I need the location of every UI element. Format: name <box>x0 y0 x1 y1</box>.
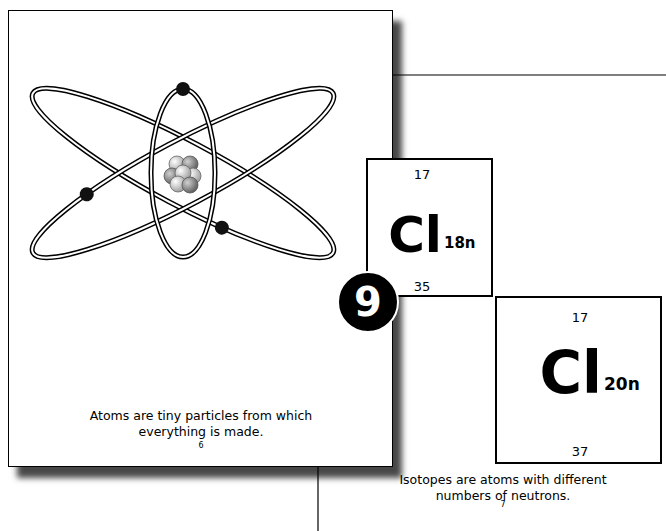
orbit <box>18 65 348 281</box>
atomic-number: 17 <box>572 311 589 324</box>
orbit <box>18 65 348 281</box>
page-number: 6 <box>198 442 203 450</box>
neutron-count: 18n <box>444 236 476 251</box>
callout-number: 9 <box>354 282 382 322</box>
element-box: 17Cl20n 37 <box>495 296 662 464</box>
mass-number: 35 <box>414 280 431 293</box>
mass-number: 37 <box>572 445 589 458</box>
orbit-inner <box>151 89 215 257</box>
page-sentence: Isotopes are atoms with different number… <box>373 472 633 504</box>
element-symbol: Cl <box>388 210 442 260</box>
atomic-number: 17 <box>414 168 431 181</box>
orbit-inner <box>18 65 348 281</box>
callout-badge: 9 <box>337 271 399 333</box>
page-sentence: Atoms are tiny particles from which ever… <box>76 408 326 440</box>
page-edge <box>317 467 318 531</box>
neutron-count: 20n <box>604 376 640 393</box>
atom-illustration <box>9 11 391 391</box>
atom-group <box>18 65 348 281</box>
electron <box>176 82 190 96</box>
electron <box>77 185 96 204</box>
electron <box>212 218 231 237</box>
label-holder: 7 <box>473 501 533 509</box>
label-holder: Isotopes are atoms with different number… <box>373 472 633 504</box>
nucleus <box>164 156 201 193</box>
orbit <box>151 89 215 257</box>
element-symbol: Cl <box>540 344 602 402</box>
page-panel: Atoms are tiny particles from which ever… <box>8 10 393 467</box>
orbit-inner <box>18 65 348 281</box>
page-number: 7 <box>473 501 533 509</box>
